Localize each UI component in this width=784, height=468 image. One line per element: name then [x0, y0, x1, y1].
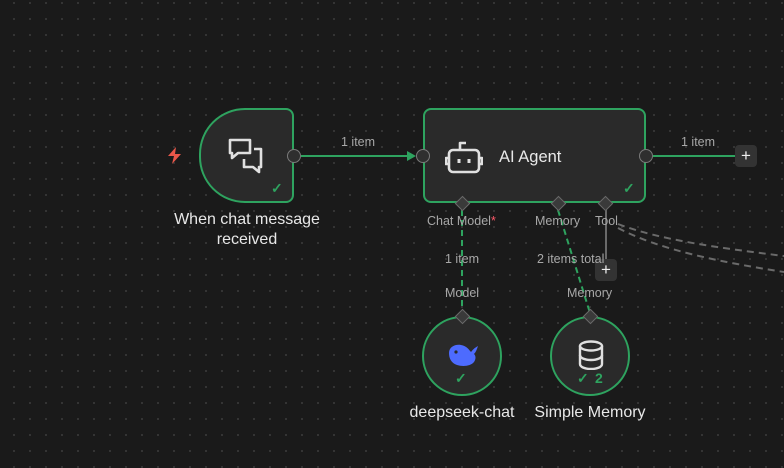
- trigger-title-line2: received: [216, 231, 278, 248]
- node-simple-memory[interactable]: ✓ 2: [550, 316, 630, 396]
- lightning-bolt-icon: [167, 147, 182, 169]
- port-label-chat-model: Chat Model*: [427, 214, 496, 228]
- robot-icon: [444, 140, 484, 179]
- edge-label-trigger-agent: 1 item: [341, 135, 376, 149]
- node-deepseek-chat[interactable]: ✓: [422, 316, 502, 396]
- node-ai-agent[interactable]: AI Agent ✓: [423, 108, 646, 203]
- chat-bubbles-icon: [227, 137, 267, 182]
- database-icon: [578, 340, 604, 375]
- success-check-icon: ✓: [271, 180, 283, 196]
- edge-label-model: 1 item: [445, 252, 480, 266]
- success-check-icon: ✓: [455, 370, 467, 386]
- node-title-deepseek: deepseek-chat: [409, 404, 515, 421]
- trigger-output-handle[interactable]: [287, 149, 301, 163]
- edge-label-agent-output: 1 item: [681, 135, 716, 149]
- add-tool-button[interactable]: +: [595, 259, 617, 281]
- edge-label-memory: 2 items total: [537, 252, 605, 266]
- edge-memory-link[interactable]: [557, 209, 591, 314]
- edge-arrowhead: [407, 151, 416, 161]
- trigger-title-line1: When chat message: [174, 211, 320, 228]
- sub-port-label-model: Model: [445, 286, 480, 300]
- node-title-trigger: When chat message received: [160, 210, 334, 250]
- node-title-memory: Simple Memory: [534, 404, 646, 421]
- agent-input-handle[interactable]: [416, 149, 430, 163]
- node-title-agent: AI Agent: [499, 148, 562, 166]
- port-label-tool: Tool: [595, 214, 618, 228]
- success-check-icon: ✓: [623, 180, 635, 196]
- chat-model-label: Chat Model: [427, 214, 491, 228]
- add-node-button[interactable]: +: [735, 145, 757, 167]
- run-count-badge: 2: [595, 370, 603, 386]
- dashed-tool-edge-1[interactable]: [617, 223, 784, 257]
- port-label-memory: Memory: [535, 214, 581, 228]
- node-chat-trigger[interactable]: ✓: [199, 108, 294, 203]
- dashed-tool-edge-2[interactable]: [617, 227, 784, 273]
- agent-output-handle[interactable]: [639, 149, 653, 163]
- success-check-icon: ✓: [577, 370, 589, 386]
- deepseek-whale-icon: [447, 343, 479, 372]
- sub-port-label-memory: Memory: [567, 286, 613, 300]
- required-asterisk: *: [490, 214, 496, 228]
